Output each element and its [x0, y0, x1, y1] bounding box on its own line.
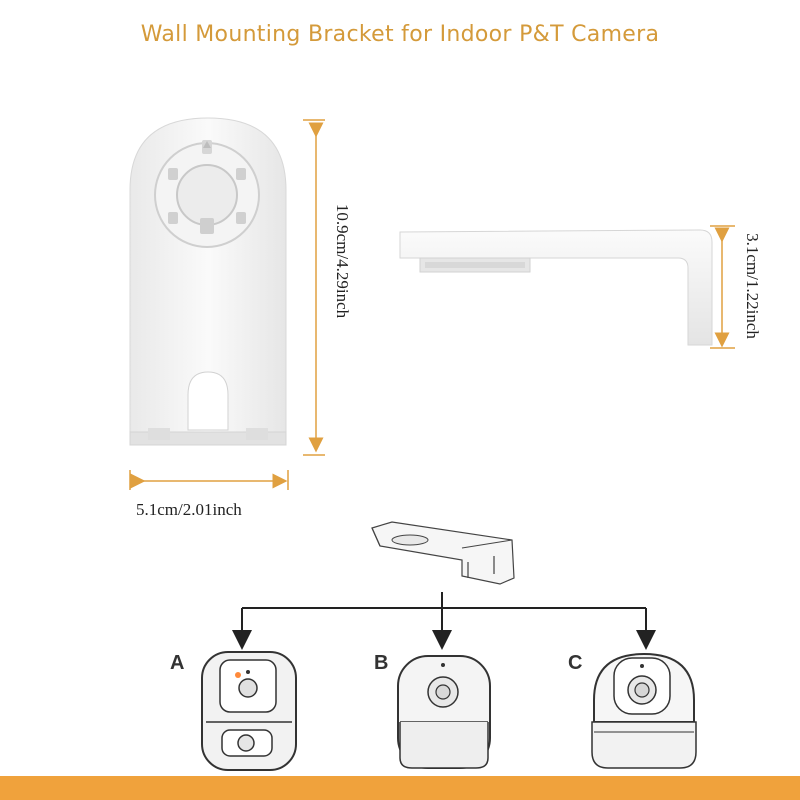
camera-b-icon	[397, 655, 491, 769]
depth-dimension-label: 3.1cm/1.22inch	[743, 233, 762, 339]
height-dimension-label: 10.9cm/4.29inch	[333, 203, 352, 319]
camera-a-icon	[201, 651, 297, 771]
option-label-b: B	[374, 652, 389, 674]
page-title: Wall Mounting Bracket for Indoor P&T Cam…	[140, 22, 660, 47]
depth-dimension-line	[710, 225, 735, 349]
width-dimension-line	[129, 470, 289, 490]
connector-arrows	[232, 592, 656, 650]
option-label-a: A	[170, 652, 185, 674]
option-label-c: C	[568, 652, 583, 674]
width-dimension-label: 5.1cm/2.01inch	[136, 500, 242, 519]
height-dimension-line	[303, 119, 325, 456]
bracket-small-icon	[371, 521, 515, 585]
bracket-front-view	[129, 117, 287, 446]
bracket-side-view	[399, 229, 713, 346]
bottom-accent-bar	[0, 776, 800, 800]
camera-c-icon	[591, 652, 697, 769]
